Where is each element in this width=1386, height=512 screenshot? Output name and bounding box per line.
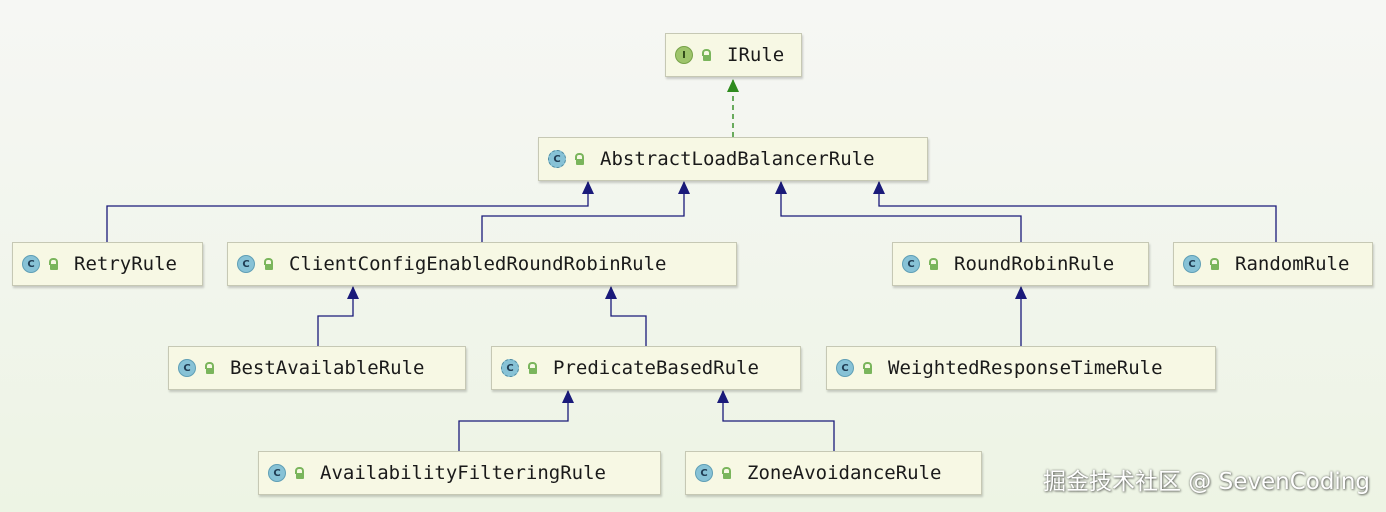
public-lock-icon [527, 362, 537, 374]
edge-roundrobin-to-abstract [780, 182, 1022, 242]
arrowhead-availability-to-predicate [562, 390, 574, 403]
public-lock-icon [701, 49, 711, 61]
abstract-class-icon: C [501, 359, 519, 377]
node-availability-filtering-rule[interactable]: C AvailabilityFilteringRule [258, 451, 661, 495]
class-icon: C [22, 255, 40, 273]
node-label: PredicateBasedRule [553, 357, 759, 379]
public-lock-icon [721, 467, 731, 479]
class-icon: C [268, 464, 286, 482]
public-lock-icon [48, 258, 58, 270]
public-lock-icon [574, 153, 584, 165]
edge-retry-to-abstract [106, 182, 589, 242]
edge-zone-to-predicate [722, 391, 835, 451]
node-round-robin-rule[interactable]: C RoundRobinRule [892, 242, 1149, 286]
arrowhead-abstract-to-irule [727, 79, 739, 92]
arrowhead-predicate-to-clientconfig [605, 286, 617, 299]
arrowhead-clientconfig-to-abstract [678, 181, 690, 194]
watermark-text: 掘金技术社区 @ SevenCoding [1042, 469, 1370, 495]
node-irule[interactable]: I IRule [665, 33, 802, 77]
abstract-class-icon: C [548, 150, 566, 168]
edge-availability-to-predicate [458, 391, 569, 451]
public-lock-icon [294, 467, 304, 479]
node-zone-avoidance-rule[interactable]: C ZoneAvoidanceRule [685, 451, 982, 495]
node-label: AvailabilityFilteringRule [320, 462, 606, 484]
public-lock-icon [204, 362, 214, 374]
node-abstract-load-balancer-rule[interactable]: C AbstractLoadBalancerRule [538, 137, 928, 181]
node-predicate-based-rule[interactable]: C PredicateBasedRule [491, 346, 801, 390]
node-weighted-response-time-rule[interactable]: C WeightedResponseTimeRule [826, 346, 1216, 390]
node-best-available-rule[interactable]: C BestAvailableRule [168, 346, 466, 390]
arrowhead-retry-to-abstract [582, 181, 594, 194]
node-label: BestAvailableRule [230, 357, 425, 379]
class-icon: C [695, 464, 713, 482]
edge-bestavailable-to-clientconfig [317, 287, 354, 346]
arrowhead-roundrobin-to-abstract [775, 181, 787, 194]
node-client-config-enabled-round-robin-rule[interactable]: C ClientConfigEnabledRoundRobinRule [227, 242, 737, 286]
public-lock-icon [862, 362, 872, 374]
node-label: ZoneAvoidanceRule [747, 462, 942, 484]
arrowhead-zone-to-predicate [717, 390, 729, 403]
class-icon: C [237, 255, 255, 273]
arrowhead-random-to-abstract [873, 181, 885, 194]
node-label: ClientConfigEnabledRoundRobinRule [289, 253, 667, 275]
node-label: RandomRule [1235, 253, 1350, 275]
public-lock-icon [928, 258, 938, 270]
public-lock-icon [1209, 258, 1219, 270]
node-random-rule[interactable]: C RandomRule [1173, 242, 1373, 286]
arrowhead-weighted-to-roundrobin [1015, 286, 1027, 299]
class-icon: C [836, 359, 854, 377]
edge-random-to-abstract [878, 182, 1277, 242]
arrowhead-bestavailable-to-clientconfig [347, 286, 359, 299]
edge-clientconfig-to-abstract [481, 182, 685, 242]
class-icon: C [1183, 255, 1201, 273]
node-label: RetryRule [74, 253, 177, 275]
edge-predicate-to-clientconfig [610, 287, 647, 346]
class-icon: C [178, 359, 196, 377]
node-label: AbstractLoadBalancerRule [600, 148, 875, 170]
node-label: WeightedResponseTimeRule [888, 357, 1163, 379]
public-lock-icon [263, 258, 273, 270]
class-icon: C [902, 255, 920, 273]
interface-icon: I [675, 46, 693, 64]
node-label: RoundRobinRule [954, 253, 1115, 275]
node-label: IRule [727, 44, 785, 66]
node-retry-rule[interactable]: C RetryRule [12, 242, 203, 286]
